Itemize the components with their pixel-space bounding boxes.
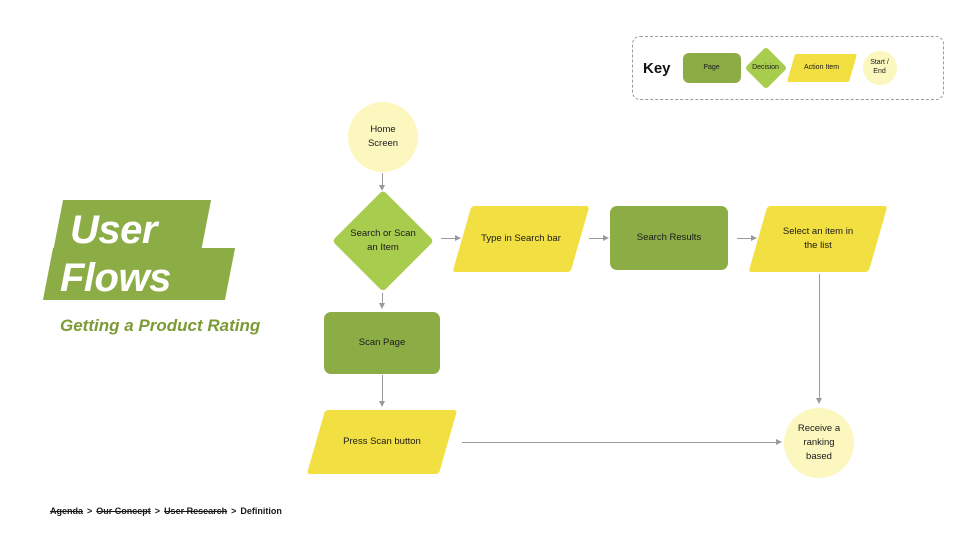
- flow-node-search-or-scan[interactable]: Search or Scan an Item: [332, 190, 434, 292]
- arrow-right-icon: [776, 438, 782, 445]
- page-title-line2: Flows: [60, 256, 171, 300]
- flow-node-scan-page-label: Scan Page: [358, 336, 406, 348]
- arrow-down-icon: [378, 303, 385, 309]
- connector-search-to-type: [441, 238, 459, 239]
- flow-node-scan-page[interactable]: Scan Page: [324, 312, 440, 374]
- legend-label-terminal: Start / End: [870, 59, 889, 75]
- breadcrumb-item-agenda[interactable]: Agenda: [50, 506, 84, 516]
- arrow-down-icon: [815, 398, 822, 404]
- breadcrumb-separator: >: [154, 506, 161, 516]
- legend-item-page: Page: [682, 53, 741, 83]
- connector-press-scan-to-receive: [462, 442, 780, 443]
- legend-label-decision: Decision: [752, 63, 779, 71]
- arrow-right-icon: [603, 234, 609, 241]
- page-subtitle: Getting a Product Rating: [60, 316, 261, 335]
- flow-node-type-in-search-bar-label: Type in Search bar: [481, 232, 561, 244]
- flow-node-search-results-label: Search Results: [636, 231, 702, 243]
- legend-item-action: Action Item: [786, 54, 857, 82]
- flow-node-home[interactable]: Home Screen: [348, 102, 418, 172]
- legend-item-terminal: Start / End: [862, 51, 897, 85]
- connector-type-to-results: [589, 238, 607, 239]
- breadcrumb-item-user-research[interactable]: User Research: [164, 506, 228, 516]
- breadcrumb: Agenda > Our Concept > User Research > D…: [50, 506, 282, 516]
- connector-search-to-scan-page: [382, 293, 383, 305]
- arrow-right-icon: [455, 234, 461, 241]
- breadcrumb-item-our-concept[interactable]: Our Concept: [96, 506, 151, 516]
- flow-node-receive-ranking-label: Receive a ranking based: [797, 422, 841, 463]
- breadcrumb-separator: >: [87, 506, 93, 516]
- legend-key-box: Key Page Decision Action Item Start / En…: [632, 36, 944, 100]
- arrow-down-icon: [378, 185, 385, 191]
- arrow-right-icon: [751, 234, 757, 241]
- legend-label-page: Page: [703, 63, 720, 71]
- flow-node-home-label: Home Screen: [367, 123, 399, 149]
- legend-item-decision: Decision: [744, 46, 787, 90]
- connector-scan-page-to-press-scan: [382, 375, 383, 403]
- breadcrumb-separator: >: [231, 506, 237, 516]
- title-block: User Flows Getting a Product Rating: [42, 196, 308, 356]
- legend-label-action: Action Item: [804, 63, 840, 71]
- connector-home-to-search: [382, 173, 383, 187]
- page-title-line1: User: [70, 208, 157, 252]
- flow-node-type-in-search-bar[interactable]: Type in Search bar: [452, 206, 590, 272]
- flow-node-search-or-scan-label: Search or Scan an Item: [350, 227, 416, 253]
- flow-node-select-an-item[interactable]: Select an item in the list: [748, 206, 888, 272]
- flow-node-press-scan-button-label: Press Scan button: [343, 435, 421, 447]
- flow-node-receive-ranking[interactable]: Receive a ranking based: [784, 408, 854, 478]
- connector-select-to-receive: [819, 274, 820, 400]
- breadcrumb-item-definition[interactable]: Definition: [240, 506, 282, 516]
- connector-results-to-select: [737, 238, 755, 239]
- legend-title: Key: [643, 59, 671, 77]
- flow-node-press-scan-button[interactable]: Press Scan button: [306, 410, 458, 474]
- flow-node-search-results[interactable]: Search Results: [610, 206, 728, 270]
- arrow-down-icon: [378, 401, 385, 407]
- flow-node-select-an-item-label: Select an item in the list: [782, 225, 854, 251]
